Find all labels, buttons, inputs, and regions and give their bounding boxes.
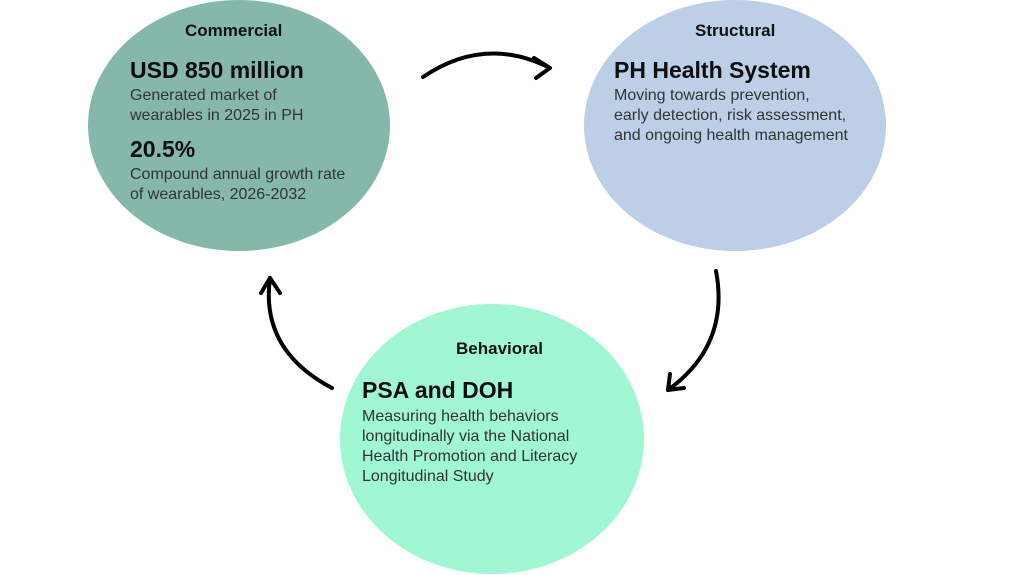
- arrow-behavioral-to-commercial-icon: [259, 276, 334, 390]
- commercial-growth-value: 20.5%: [130, 136, 196, 162]
- behavioral-desc-line: Measuring health behaviors: [362, 408, 559, 425]
- behavioral-desc: Measuring health behaviors longitudinall…: [362, 407, 577, 487]
- behavioral-desc-line: Health Promotion and Literacy: [362, 448, 578, 465]
- commercial-market-value: USD 850 million: [130, 57, 304, 83]
- structural-bubble: [584, 0, 886, 251]
- commercial-market-desc-line: wearables in 2025 in PH: [130, 107, 304, 124]
- commercial-bubble: [88, 0, 390, 251]
- structural-desc: Moving towards prevention, early detecti…: [614, 86, 848, 146]
- behavioral-desc-line: longitudinally via the National: [362, 428, 570, 445]
- structural-desc-line: early detection, risk assessment,: [614, 107, 847, 124]
- commercial-growth-desc: Compound annual growth rate of wearables…: [130, 165, 345, 205]
- structural-category-label: Structural: [695, 21, 776, 40]
- behavioral-category-label: Behavioral: [456, 339, 543, 358]
- structural-desc-line: and ongoing health management: [614, 127, 848, 144]
- arrow-structural-to-behavioral-icon: [666, 269, 721, 392]
- commercial-market-desc: Generated market of wearables in 2025 in…: [130, 86, 303, 126]
- commercial-growth-desc-line: Compound annual growth rate: [130, 166, 346, 183]
- behavioral-desc-line: Longitudinal Study: [362, 468, 494, 485]
- commercial-market-desc-line: Generated market of: [130, 87, 277, 104]
- structural-desc-line: Moving towards prevention,: [614, 87, 810, 104]
- structural-heading: PH Health System: [614, 57, 811, 83]
- arrow-commercial-to-structural-icon: [421, 51, 552, 80]
- behavioral-bubble: [340, 304, 644, 574]
- commercial-growth-desc-line: of wearables, 2026-2032: [130, 186, 307, 203]
- behavioral-heading: PSA and DOH: [362, 377, 514, 403]
- commercial-category-label: Commercial: [185, 21, 283, 40]
